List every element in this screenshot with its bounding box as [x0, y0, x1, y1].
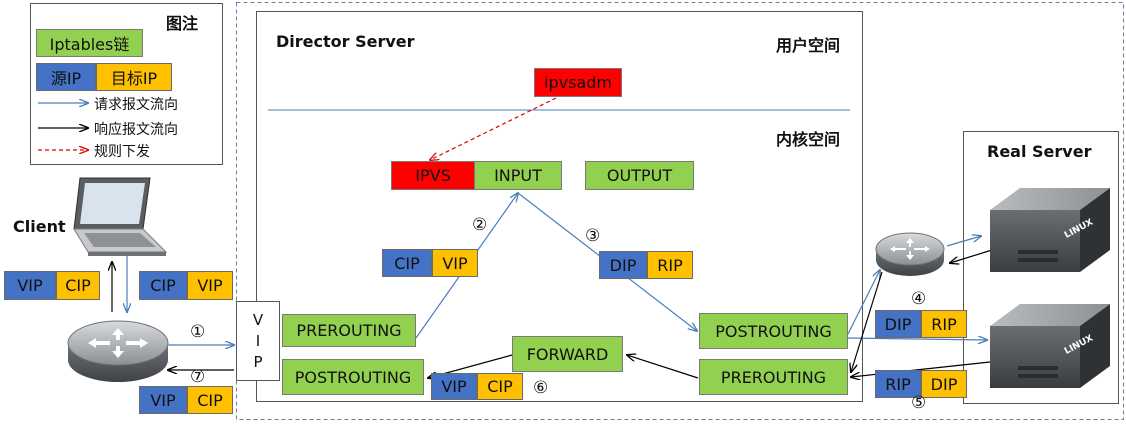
step-6-marker: ⑥ — [533, 378, 549, 398]
arrow-server1-switch — [950, 249, 993, 263]
director-dashed-frame — [236, 2, 1124, 420]
client-req-dst: VIP — [187, 271, 233, 300]
laptop-icon — [73, 177, 168, 256]
step-2-marker: ② — [472, 215, 488, 235]
prerouting-chain-left: PREROUTING — [282, 314, 416, 347]
step5-dst: DIP — [921, 370, 967, 398]
step3-dst: RIP — [647, 251, 693, 279]
forward-chain: FORWARD — [512, 336, 623, 372]
arrow-prerouting-forward — [627, 355, 699, 379]
arrow-postrouting-switch — [847, 270, 880, 335]
client-label: Client — [13, 217, 66, 236]
step-4-marker: ④ — [911, 289, 927, 309]
client-resp-dst: CIP — [56, 271, 100, 300]
server-icon-1 — [990, 188, 1110, 272]
legend-src-box: 源IP — [36, 63, 96, 91]
input-chain: INPUT — [474, 161, 562, 190]
postrouting-chain-left: POSTROUTING — [282, 359, 424, 395]
legend-rule-label: 规则下发 — [94, 144, 150, 160]
arrow-switch-server1 — [946, 236, 981, 247]
real-server-frame — [963, 131, 1119, 404]
kernel-space-label: 内核空间 — [776, 130, 841, 149]
legend-chain-box: Iptables链 — [36, 29, 143, 57]
vip-letter: P — [253, 352, 263, 371]
step6-src: VIP — [431, 373, 477, 400]
router-icon — [67, 320, 169, 382]
client-resp-src: VIP — [4, 271, 56, 300]
step6-dst: CIP — [477, 373, 523, 400]
director-title: Director Server — [276, 32, 415, 51]
switch-icon — [875, 232, 945, 276]
step2-src: CIP — [382, 249, 432, 277]
step5-src: RIP — [875, 370, 921, 398]
director-frame — [256, 11, 863, 402]
ipvsadm-box: ipvsadm — [534, 68, 622, 97]
vip-interface: V I P — [236, 301, 280, 381]
arrow-server2-prerouting — [851, 361, 991, 377]
step-7-marker: ⑦ — [190, 367, 206, 387]
server-icon-2 — [990, 304, 1110, 388]
prerouting-chain-right: PREROUTING — [699, 359, 848, 395]
real-server-title: Real Server — [987, 142, 1092, 161]
step2-dst: VIP — [432, 249, 478, 277]
step7-src: VIP — [139, 386, 187, 414]
step3-src: DIP — [599, 251, 647, 279]
legend-response-label: 响应报文流向 — [94, 122, 178, 138]
client-req-src: CIP — [139, 271, 187, 300]
legend-dst-box: 目标IP — [96, 63, 172, 91]
vip-letter: V — [252, 310, 264, 329]
output-chain: OUTPUT — [585, 161, 694, 190]
legend-title: 图注 — [166, 14, 199, 33]
step4-src: DIP — [875, 310, 921, 338]
step-5-marker: ⑤ — [911, 393, 927, 413]
step-1-marker: ① — [190, 322, 206, 342]
step-3-marker: ③ — [585, 226, 601, 246]
step4-dst: RIP — [921, 310, 967, 338]
vip-letter: I — [255, 331, 261, 350]
user-space-label: 用户空间 — [776, 36, 841, 55]
step7-dst: CIP — [187, 386, 233, 414]
rule-arrow-ipvsadm-ipvs — [430, 97, 557, 160]
postrouting-chain-right: POSTROUTING — [699, 313, 848, 349]
legend-request-label: 请求报文流向 — [94, 97, 178, 113]
arrow-switch-prerouting — [851, 271, 883, 372]
arrow-postrouting-server2 — [847, 338, 987, 340]
ipvs-box: IPVS — [391, 161, 475, 190]
